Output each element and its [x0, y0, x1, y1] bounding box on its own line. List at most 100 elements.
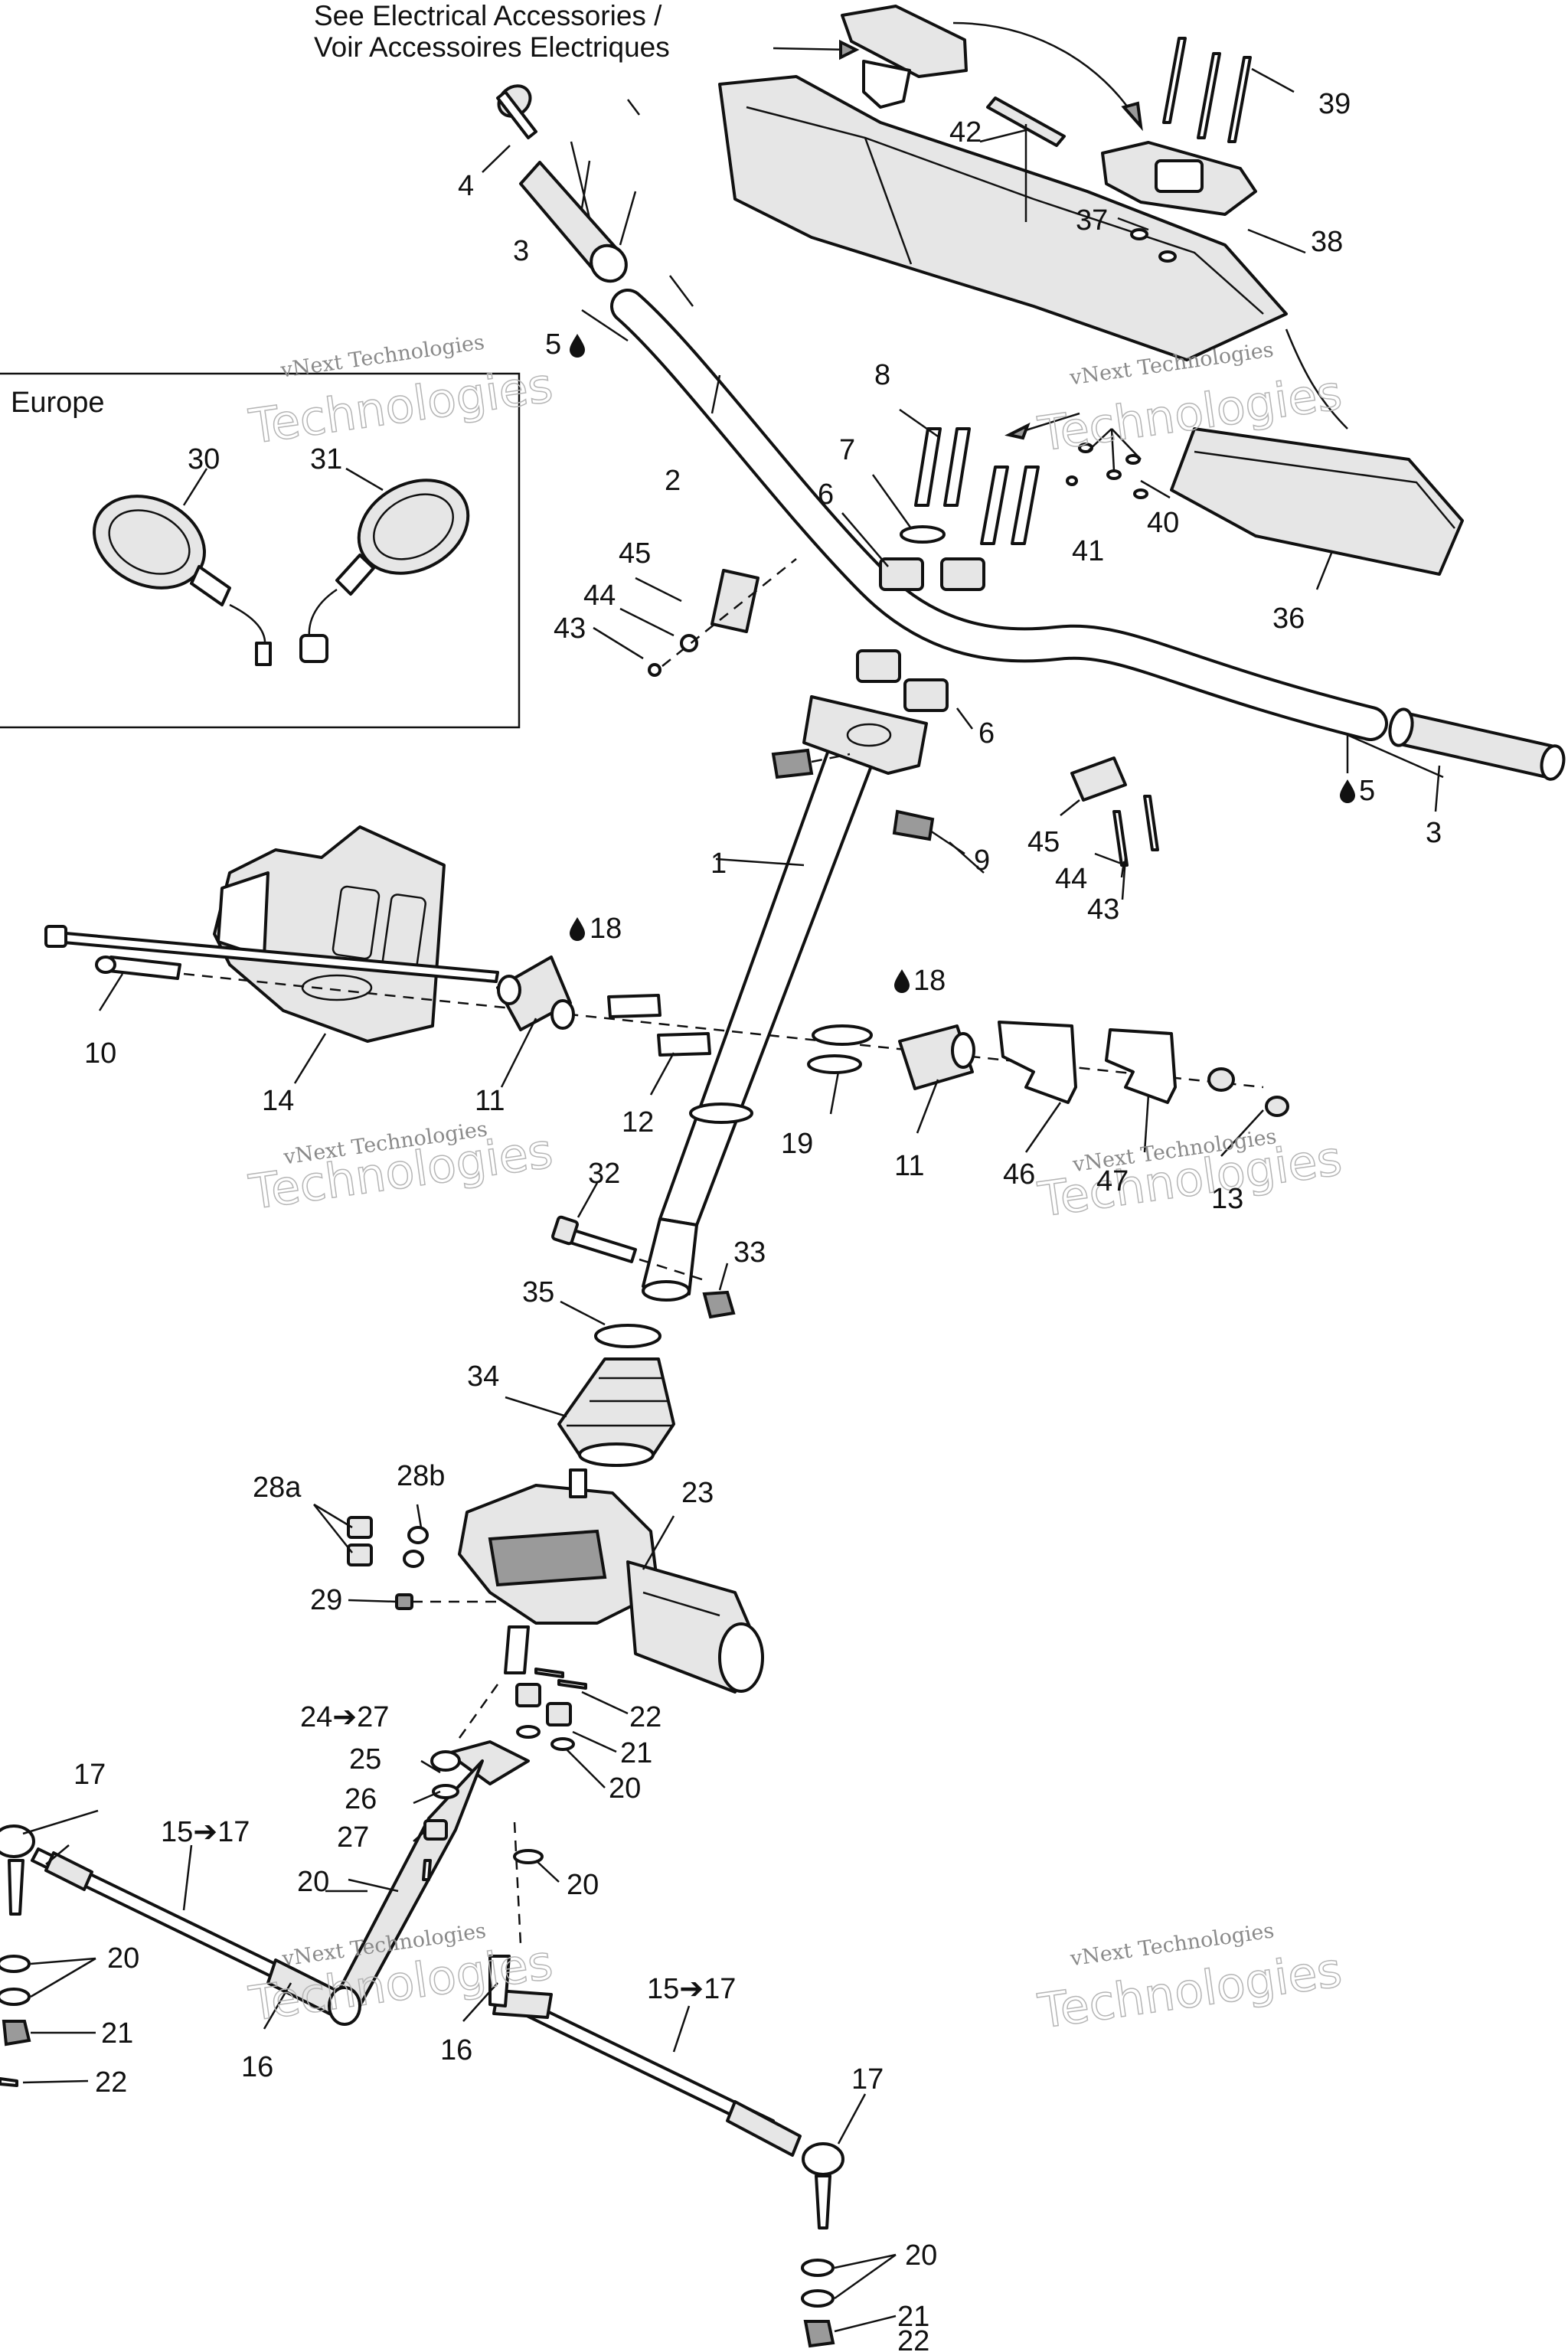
- pivot-bushing-right: [898, 1024, 975, 1090]
- column-bolt: [551, 1215, 705, 1282]
- left-grip: [519, 161, 628, 283]
- display-bracket: [1101, 37, 1257, 263]
- cover-fasteners: [1004, 412, 1148, 499]
- handlebar: [610, 289, 1388, 741]
- callout-label: 33: [733, 1236, 766, 1269]
- callout-label: 21: [897, 2301, 929, 2333]
- callout-label: 37: [1076, 204, 1108, 237]
- callout-label: 4: [458, 170, 474, 202]
- callout-label: 11: [894, 1150, 924, 1182]
- leader-lines: [22, 67, 1444, 2333]
- power-steering-unit: [458, 1468, 764, 1694]
- callout-label: 16: [440, 2034, 472, 2066]
- callout-label: 27: [337, 1821, 369, 1854]
- callout-label: 22: [897, 2325, 929, 2352]
- part-callouts: 39 42 37 38 4 3 5 2 8 7 6 6 40 41 36 45 …: [74, 88, 1442, 2352]
- inset-title: Europe: [11, 387, 105, 419]
- callout-label: 2: [665, 465, 681, 497]
- callout-label: 13: [1211, 1183, 1243, 1215]
- callout-label: 21: [620, 1737, 652, 1769]
- mounting-bolts: [44, 925, 1264, 1089]
- callout-label: 5: [545, 328, 561, 361]
- callout-label: 20: [609, 1772, 641, 1805]
- callout-label: 3: [513, 235, 529, 267]
- callout-label: 20: [297, 1866, 329, 1898]
- steering-boot: [557, 1357, 675, 1467]
- unit-mounting-bolts: [347, 1516, 498, 1610]
- callout-label: 32: [588, 1158, 620, 1190]
- callout-label: 1: [710, 848, 727, 880]
- boot-clamp: [594, 1324, 662, 1348]
- tie-rod-left: [0, 1824, 361, 2087]
- callout-label: 20: [107, 1942, 139, 1975]
- callout-label: 26: [345, 1783, 377, 1815]
- callout-label: 18: [913, 965, 946, 997]
- pivot-bushing-left: [496, 956, 575, 1031]
- grease-drop-icon: [570, 917, 585, 941]
- callout-label: 10: [84, 1037, 116, 1070]
- callout-label: 23: [681, 1477, 714, 1509]
- callout-label: 44: [583, 580, 616, 612]
- electrical-accessories-note: See Electrical Accessories / Voir Access…: [314, 0, 860, 63]
- grease-drop-icon: [1340, 779, 1355, 803]
- callout-label: 47: [1096, 1165, 1129, 1197]
- callout-label: 45: [619, 537, 651, 570]
- callout-label: 42: [949, 116, 982, 149]
- clamp-bolts: [900, 427, 1040, 545]
- callout-label: 43: [554, 612, 586, 645]
- cable-clip-left: [648, 558, 797, 677]
- callout-label: 5: [1359, 775, 1375, 807]
- callout-label: 25: [349, 1743, 381, 1775]
- callout-label: 8: [874, 359, 890, 391]
- decal: [986, 96, 1066, 222]
- callout-label: 9: [974, 844, 990, 877]
- tie-rod-right: [488, 1821, 844, 2348]
- callout-label: 17: [851, 2063, 884, 2096]
- callout-label: 20: [905, 2239, 937, 2272]
- left-bar-end-plug: [496, 84, 537, 139]
- support-brackets: [998, 1021, 1289, 1117]
- callout-label: 14: [262, 1085, 294, 1117]
- callout-label: 22: [95, 2066, 127, 2099]
- handlebar-clamps: [856, 557, 985, 712]
- note-line-2: Voir Accessoires Electriques: [314, 31, 670, 63]
- callout-label: 40: [1147, 507, 1179, 539]
- callout-label: 18: [590, 913, 622, 945]
- grease-drop-icon: [894, 969, 910, 993]
- callout-label: 20: [567, 1869, 599, 1901]
- spacer-bushings: [607, 994, 711, 1057]
- callout-label: 6: [978, 717, 995, 750]
- callout-label: 17: [74, 1759, 106, 1791]
- callout-label: 6: [818, 479, 834, 511]
- column-seal-rings: [689, 1024, 873, 1124]
- mounting-plate: [213, 825, 446, 1043]
- column-clamp-base: [802, 695, 928, 775]
- callout-label: 11: [475, 1085, 505, 1117]
- europe-inset: Europe: [0, 372, 521, 729]
- handlebar-cover: [718, 75, 1464, 576]
- callout-label: 28b: [397, 1460, 445, 1492]
- callout-label: 41: [1072, 535, 1104, 567]
- callout-label: 38: [1311, 226, 1343, 258]
- callout-label: 16: [241, 2051, 273, 2083]
- electrical-accessory-module: [841, 5, 1143, 132]
- column-nut: [702, 1290, 736, 1319]
- right-grip: [1388, 707, 1566, 781]
- callout-label: 44: [1055, 863, 1087, 895]
- grease-drop-icon: [570, 334, 585, 358]
- callout-label: 3: [1426, 817, 1442, 849]
- mirror-left: [93, 495, 272, 666]
- callout-label: 12: [622, 1106, 654, 1138]
- clamp-nuts: [771, 748, 935, 841]
- note-line-1: See Electrical Accessories /: [314, 0, 662, 31]
- watermarks: Technologies vNext Technologies Technolo…: [245, 331, 1346, 2040]
- callout-label: 24➔27: [300, 1701, 389, 1733]
- callout-label: 28a: [253, 1472, 302, 1504]
- callout-label: 31: [310, 443, 342, 475]
- callout-label: 35: [522, 1276, 554, 1308]
- cable-clip-right: [1070, 756, 1159, 867]
- callout-label: 36: [1272, 603, 1305, 635]
- pitman-hardware: [515, 1668, 587, 1751]
- callout-label: 45: [1027, 826, 1060, 858]
